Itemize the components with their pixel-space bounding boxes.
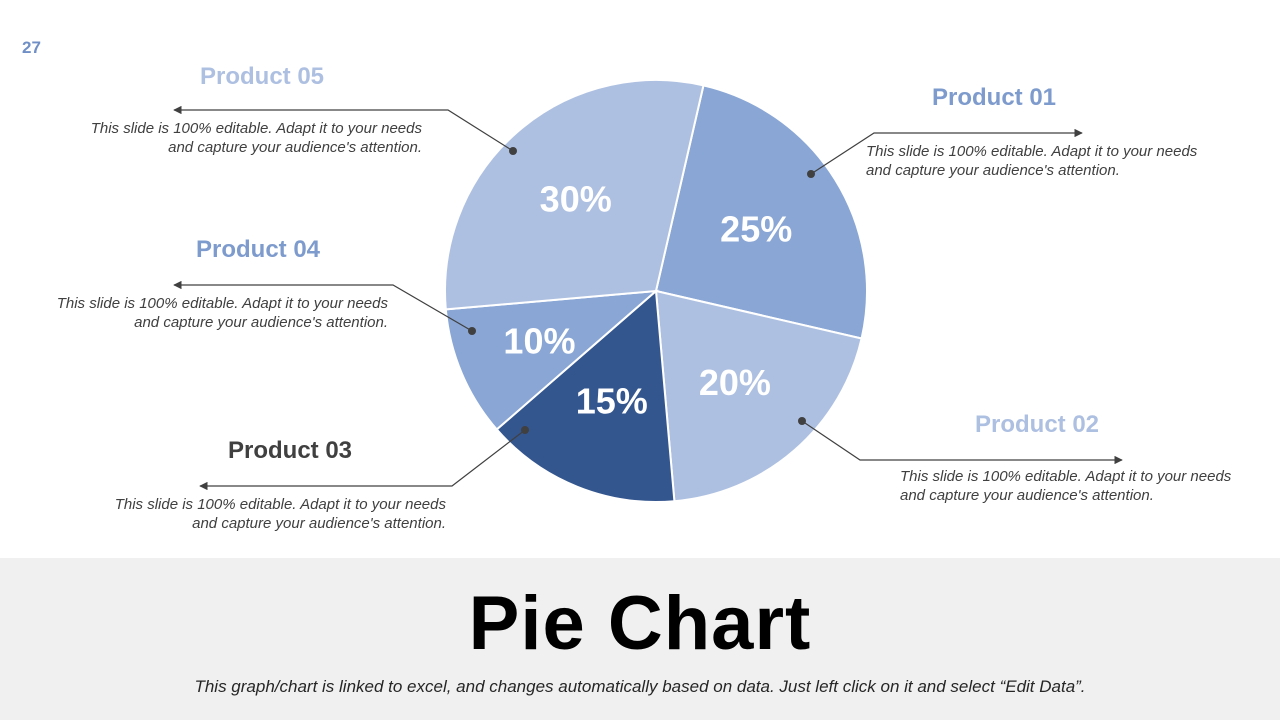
callout-title-product-01: Product 01 bbox=[932, 84, 1057, 111]
leader-dot-product-04 bbox=[468, 327, 476, 335]
slide-title: Pie Chart bbox=[468, 581, 812, 666]
leader-dot-product-02 bbox=[798, 417, 806, 425]
callout-desc-product-02: This slide is 100% editable. Adapt it to… bbox=[900, 468, 1232, 504]
callout-title-product-04: Product 04 bbox=[196, 236, 321, 263]
leader-line-product-04 bbox=[173, 280, 473, 332]
leader-dot-product-05 bbox=[509, 147, 517, 155]
pie-slice-product-02[interactable] bbox=[654, 289, 863, 503]
leader-line-product-03 bbox=[199, 429, 526, 491]
slice-label-product-04: 10% bbox=[503, 320, 575, 361]
callout-desc-product-04: This slide is 100% editable. Adapt it to… bbox=[56, 295, 388, 331]
pie-slice-product-04[interactable] bbox=[444, 289, 659, 431]
slice-label-product-01: 25% bbox=[720, 208, 792, 249]
slice-label-product-05: 30% bbox=[540, 179, 612, 220]
leader-dot-product-03 bbox=[521, 426, 529, 434]
callout-desc-product-05: This slide is 100% editable. Adapt it to… bbox=[90, 120, 422, 156]
slice-percentage-labels: 25% 20% 15%10% 30% bbox=[503, 179, 792, 422]
callout-title-product-03: Product 03 bbox=[228, 437, 353, 464]
footer-band bbox=[0, 558, 1280, 720]
pie-slice-product-05[interactable] bbox=[444, 79, 705, 311]
leader-line-product-01 bbox=[810, 128, 1083, 175]
leader-line-product-05 bbox=[173, 105, 514, 152]
pie-slice-product-01[interactable] bbox=[654, 84, 868, 340]
leader-dot-product-01 bbox=[807, 170, 815, 178]
pie-chart[interactable]: 25% 20% 15%10% 30% bbox=[0, 0, 1280, 558]
pie-slices bbox=[444, 79, 868, 503]
callout-desc-product-03: This slide is 100% editable. Adapt it to… bbox=[114, 496, 446, 532]
callout-desc-product-01: This slide is 100% editable. Adapt it to… bbox=[866, 143, 1198, 179]
callout-title-product-05: Product 05 bbox=[200, 63, 325, 90]
slice-label-product-03: 15% bbox=[576, 381, 648, 422]
callout-title-product-02: Product 02 bbox=[975, 411, 1100, 438]
page-number: 27 bbox=[22, 38, 41, 57]
slide-footnote: This graph/chart is linked to excel, and… bbox=[194, 677, 1086, 696]
callout-leader-lines bbox=[173, 105, 1123, 491]
leader-line-product-02 bbox=[801, 420, 1123, 465]
slice-label-product-02: 20% bbox=[699, 362, 771, 403]
